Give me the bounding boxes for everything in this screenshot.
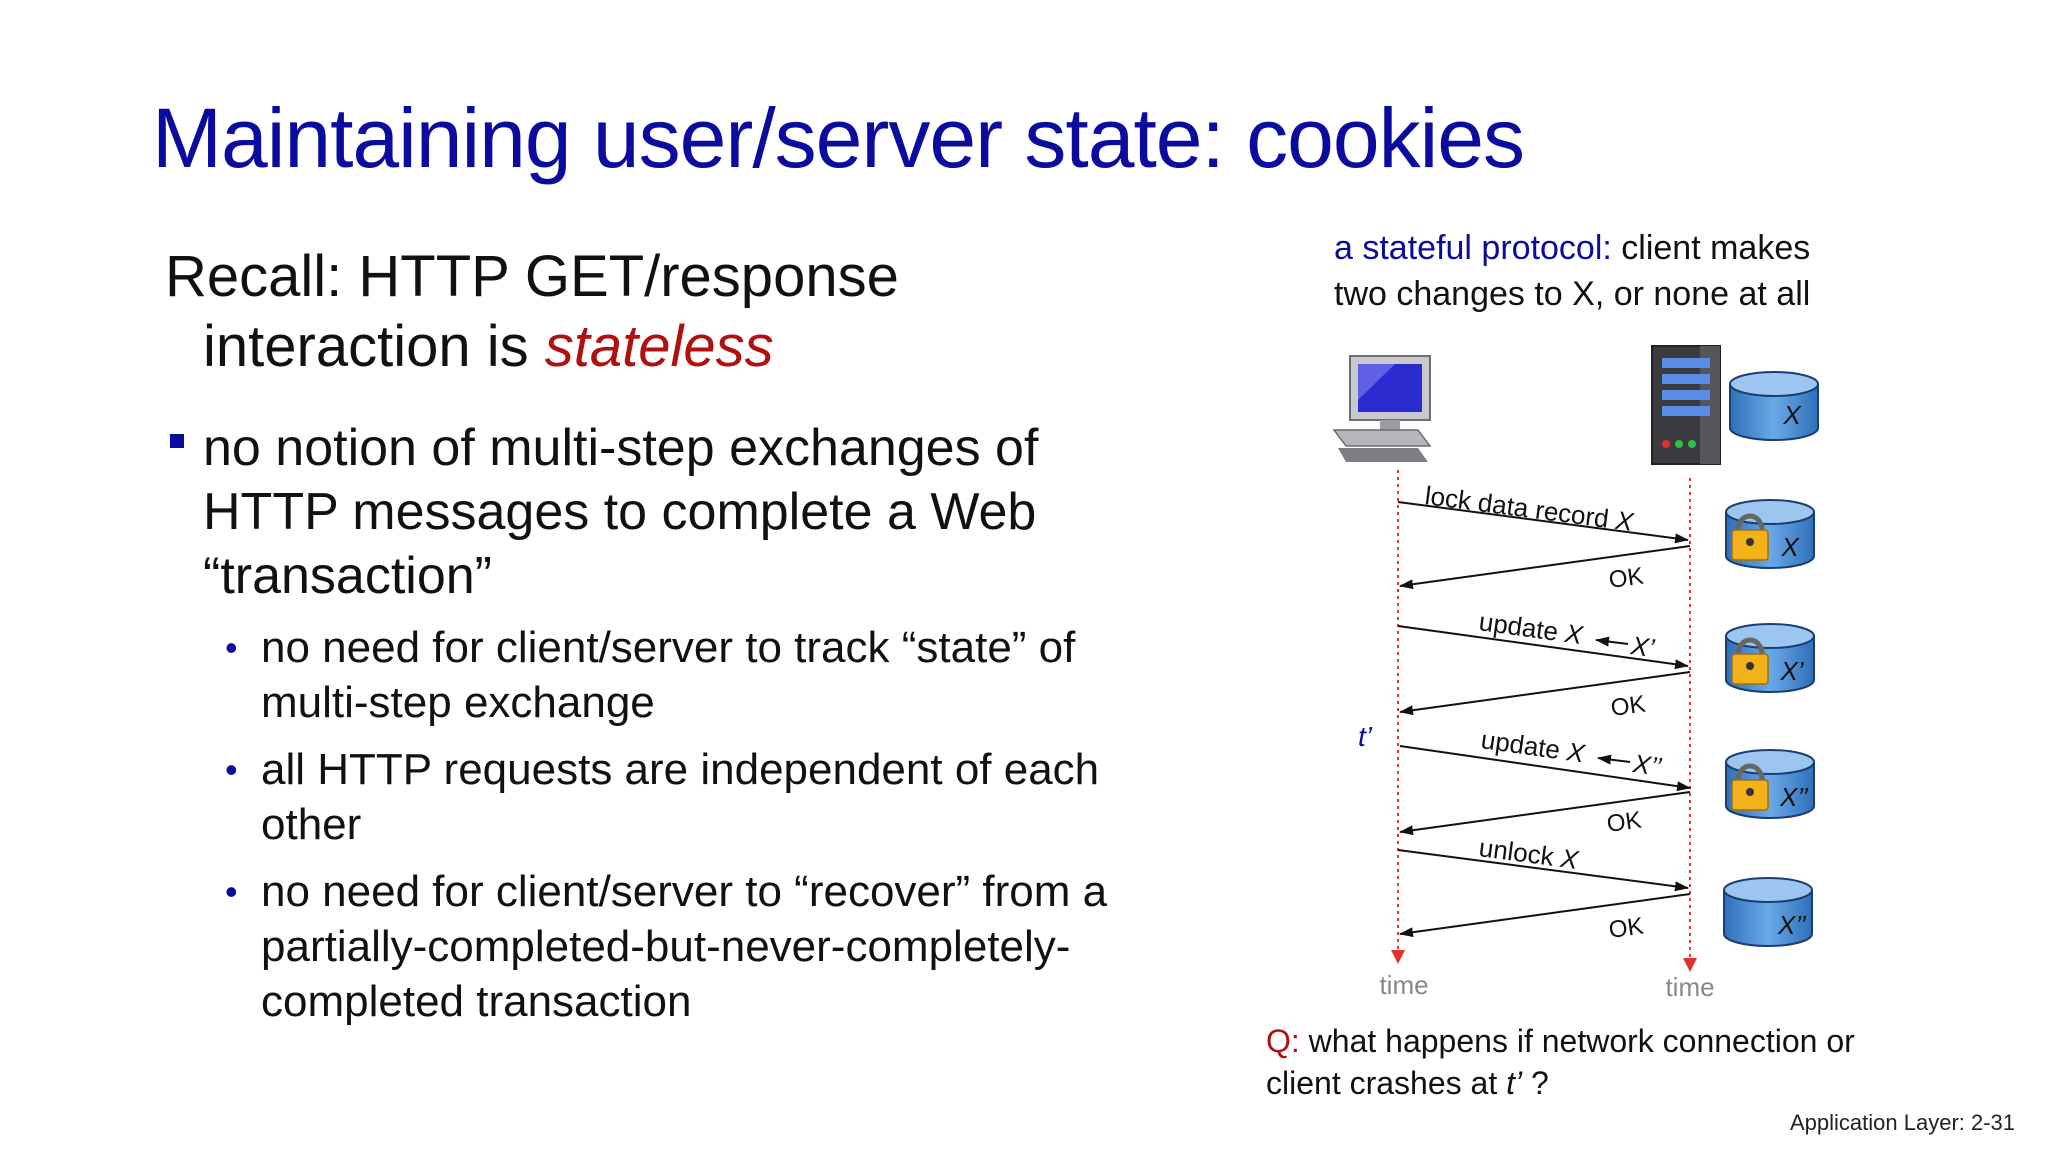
- ok-arrow-3: [1399, 791, 1691, 836]
- lock-message-text: lock data record: [1423, 480, 1617, 535]
- update-text-2: update: [1479, 724, 1569, 766]
- recall-line-2-text: interaction is: [203, 314, 545, 379]
- update-message-label-1: update X: [1477, 606, 1586, 650]
- assign-arrow-2: [1597, 754, 1631, 765]
- sub-bullet-3-text: no need for client/server to “recover” f…: [261, 867, 1108, 1026]
- unlock-text: unlock: [1477, 832, 1563, 872]
- server-icon: [1651, 345, 1721, 465]
- db-state-3: X’’: [1779, 782, 1809, 812]
- stateful-protocol-line-2: two changes to X, or none at all: [1334, 275, 1811, 313]
- question-line-2-suffix: ?: [1522, 1065, 1549, 1101]
- slide-title: Maintaining user/server state: cookies: [152, 91, 1525, 185]
- dot-bullet-icon: •: [225, 749, 238, 790]
- ok-label-3: OK: [1605, 806, 1643, 837]
- db-state-4: X’’: [1777, 910, 1807, 940]
- lock-arrow: [1397, 501, 1689, 544]
- ok-label-2: OK: [1609, 690, 1647, 721]
- db-state-2: X’: [1779, 656, 1804, 686]
- db-label-initial: X: [1782, 400, 1802, 430]
- database-locked-icon: X’: [1725, 623, 1815, 693]
- unlock-var: X: [1558, 843, 1582, 875]
- lock-message-var: X: [1613, 505, 1637, 537]
- sub-bullet-1: • no need for client/server to track “st…: [165, 620, 1165, 730]
- update-message-label-2: update X: [1479, 724, 1588, 768]
- stateful-protocol-note: a stateful protocol: client makes two ch…: [1334, 225, 1810, 317]
- update-arrow-1: [1397, 625, 1689, 670]
- database-icon: X: [1729, 371, 1819, 441]
- ok-label-1: OK: [1607, 562, 1645, 593]
- dot-bullet-icon: •: [225, 871, 238, 912]
- t-prime-label: t’: [1358, 721, 1373, 752]
- new-value-label-2: X’’: [1630, 748, 1664, 782]
- new-value-label-1: X’: [1628, 630, 1657, 663]
- question-t-prime: t’: [1506, 1065, 1523, 1101]
- ok-arrow-2: [1399, 671, 1691, 716]
- main-bullet-text: no notion of multi-step exchanges of HTT…: [203, 419, 1039, 605]
- left-content: Recall: HTTP GET/response interaction is…: [165, 242, 1165, 1029]
- update-arrow-2: [1399, 745, 1691, 792]
- question-label: Q:: [1266, 1023, 1300, 1059]
- assign-arrow-1: [1595, 636, 1629, 647]
- client-time-label: time: [1379, 970, 1428, 1000]
- question-line-1: what happens if network connection or: [1299, 1023, 1855, 1059]
- update-text-1: update: [1477, 606, 1567, 647]
- lock-message-label: lock data record X: [1423, 480, 1636, 537]
- question-line-2-prefix: client crashes at: [1266, 1065, 1507, 1101]
- sub-bullet-1-text: no need for client/server to track “stat…: [261, 623, 1076, 727]
- stateful-protocol-line-1: client makes: [1611, 229, 1811, 267]
- recall-line-1: Recall: HTTP GET/response: [165, 244, 899, 309]
- sub-bullet-2: • all HTTP requests are independent of e…: [165, 742, 1165, 852]
- client-computer-icon: [1332, 355, 1432, 462]
- unlock-arrow: [1397, 849, 1689, 892]
- main-bullet: no notion of multi-step exchanges of HTT…: [165, 416, 1165, 608]
- sub-bullet-3: • no need for client/server to “recover”…: [165, 864, 1165, 1029]
- stateless-emphasis: stateless: [544, 314, 774, 379]
- database-icon: X’’: [1723, 877, 1813, 947]
- question-text: Q: what happens if network connection or…: [1266, 1020, 1855, 1104]
- slide-footer: Application Layer: 2-31: [1790, 1110, 2016, 1135]
- dot-bullet-icon: •: [225, 627, 238, 668]
- ok-label-4: OK: [1607, 912, 1645, 943]
- unlock-message-label: unlock X: [1477, 832, 1581, 875]
- db-state-1: X: [1780, 532, 1800, 562]
- recall-line-2: interaction is stateless: [165, 312, 1165, 382]
- database-locked-icon: X: [1725, 499, 1815, 569]
- square-bullet-icon: [170, 434, 184, 448]
- sub-bullet-2-text: all HTTP requests are independent of eac…: [261, 745, 1100, 849]
- update-var-2: X: [1564, 736, 1588, 768]
- server-time-arrowhead: [1683, 958, 1697, 972]
- stateful-protocol-label: a stateful protocol:: [1334, 229, 1612, 267]
- server-time-label: time: [1665, 972, 1714, 1002]
- database-locked-icon: X’’: [1725, 749, 1815, 819]
- client-time-arrowhead: [1391, 950, 1405, 964]
- recall-text: Recall: HTTP GET/response interaction is…: [165, 242, 1165, 382]
- ok-arrow-1: [1399, 545, 1691, 590]
- ok-arrow-4: [1399, 893, 1691, 938]
- update-var-1: X: [1562, 618, 1586, 650]
